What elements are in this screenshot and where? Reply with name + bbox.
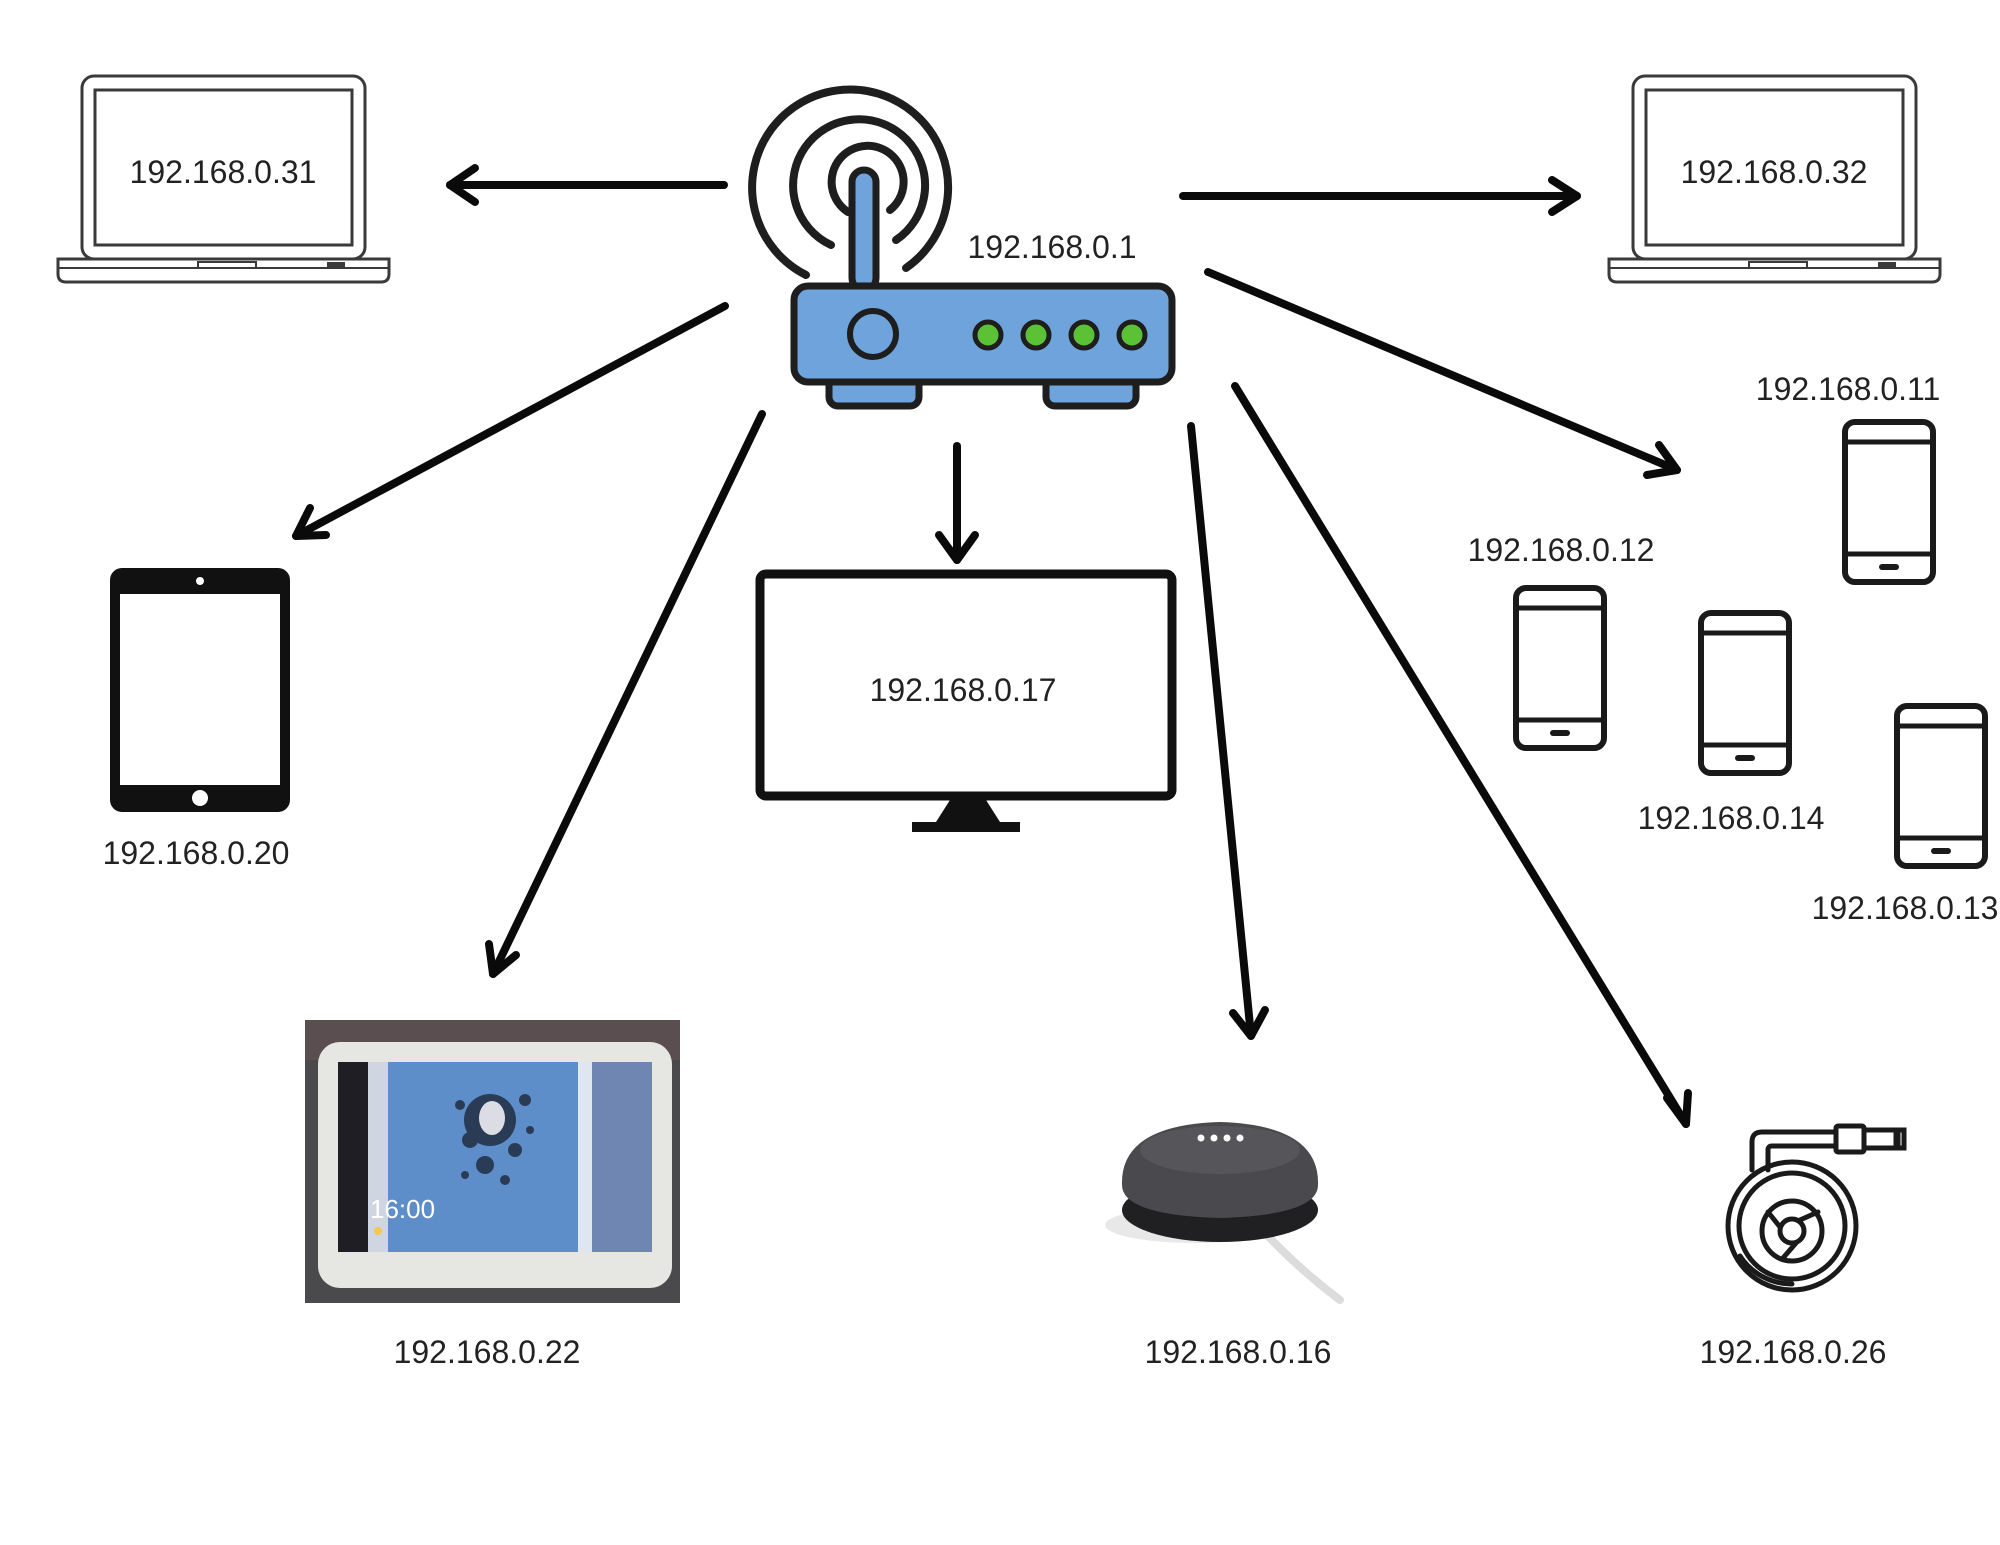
smart-display-photo: 16:00 [305,1020,680,1303]
monitor-icon [755,569,1177,832]
tablet-ip-label: 192.168.0.20 [103,835,290,871]
connection-arrows [292,164,1692,1128]
laptop-left-ip-label: 192.168.0.31 [130,154,317,190]
phone-11-ip-label: 192.168.0.11 [1756,371,1940,407]
arrow-to-chromecast [1231,382,1692,1128]
chromecast-icon [1725,1123,1907,1293]
arrow-to-tablet [292,302,729,540]
smartphone-icon-12 [1516,588,1604,748]
smart-display-clock: 16:00 [370,1194,435,1224]
arrow-to-laptop-left [446,164,728,206]
router-ip-label: 192.168.0.1 [967,229,1136,265]
arrow-to-nest-hub [485,410,766,978]
phone-12-ip-label: 192.168.0.12 [1468,532,1655,568]
smartphone-icon-14 [1701,613,1789,773]
phone-13-ip-label: 192.168.0.13 [1812,890,1999,926]
arrow-to-laptop-right [1179,176,1581,216]
tablet-icon [110,568,290,812]
smartphone-icon-11 [1845,422,1933,582]
laptop-right-ip-label: 192.168.0.32 [1681,154,1868,190]
tv-ip-label: 192.168.0.17 [870,672,1057,708]
phone-14-ip-label: 192.168.0.14 [1638,800,1825,836]
arrow-to-home-mini [1187,422,1269,1040]
smartphone-icon-13 [1897,706,1985,866]
arrow-to-tv [935,442,979,564]
wifi-router-icon [748,85,1176,410]
smart-speaker-photo [1105,1122,1344,1304]
home-mini-ip-label: 192.168.0.16 [1145,1334,1332,1370]
arrow-to-phones [1204,268,1681,479]
chromecast-ip-label: 192.168.0.26 [1700,1334,1887,1370]
nest-hub-ip-label: 192.168.0.22 [394,1334,581,1370]
